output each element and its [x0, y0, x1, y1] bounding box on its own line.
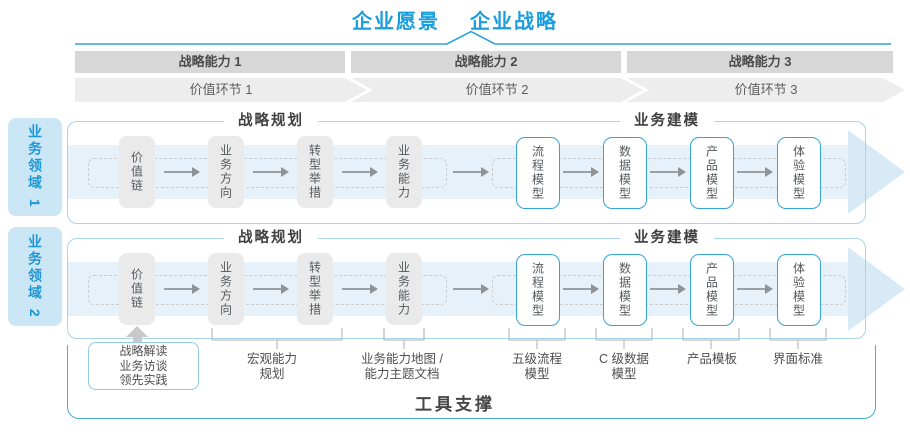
row1-box-business-direction-label: 业务方向 — [218, 144, 233, 200]
row1-box-transformation-label: 转型举措 — [307, 144, 322, 200]
row1-box-product-model: 产品模型 — [690, 137, 734, 209]
row1-box-value-chain-label: 价值链 — [129, 151, 144, 193]
flow-arrow-icon — [164, 167, 200, 177]
row2-box-data-model-label: 数据模型 — [617, 262, 632, 318]
diagram-title: 企业愿景 企业战略 — [0, 5, 910, 34]
note-process-line2: 模型 — [524, 367, 550, 381]
note-data-line2: 模型 — [611, 367, 637, 381]
row2-box-value-chain: 价值链 — [119, 253, 155, 325]
source-line-1: 战略解读 — [119, 344, 168, 359]
row2-container — [67, 238, 866, 339]
row2-box-experience-model: 体验模型 — [777, 254, 821, 326]
row1-planning-header: 战略规划 — [224, 112, 318, 130]
flow-arrow-icon — [563, 167, 599, 177]
flow-arrow-icon — [164, 284, 200, 294]
row1-box-value-chain: 价值链 — [119, 136, 155, 208]
note-product-template: 产品模板 — [686, 352, 738, 366]
note-macro-capability: 宏观能力 规划 — [247, 352, 297, 382]
row2-box-product-model: 产品模型 — [690, 254, 734, 326]
row1-box-transformation: 转型举措 — [297, 136, 333, 208]
row2-box-experience-model-label: 体验模型 — [791, 262, 806, 318]
flow-arrow-icon — [737, 167, 773, 177]
up-arrow-icon — [126, 326, 148, 337]
row2-box-transformation: 转型举措 — [297, 253, 333, 325]
value-link-chevron-3: 价值环节 3 — [627, 78, 905, 102]
row1-box-business-capability-label: 业务能力 — [396, 144, 411, 200]
row2-box-transformation-label: 转型举措 — [307, 261, 322, 317]
row2-planning-header: 战略规划 — [224, 229, 318, 247]
capability-bar-3: 战略能力 3 — [627, 51, 893, 73]
flow-arrow-icon — [650, 284, 686, 294]
flow-arrow-icon — [253, 284, 289, 294]
note-process-line1: 五级流程 — [511, 352, 563, 366]
row2-modeling-header: 业务建模 — [620, 229, 714, 247]
note-capability-map: 业务能力地图 / 能力主题文档 — [361, 352, 443, 382]
row1-planning-dashed-zone — [88, 158, 447, 188]
flow-arrow-icon — [342, 284, 378, 294]
row1-box-product-model-label: 产品模型 — [704, 145, 719, 201]
row1-box-process-model: 流程模型 — [516, 137, 560, 209]
note-capmap-line2: 能力主题文档 — [364, 367, 440, 381]
note-ui-standard: 界面标准 — [772, 352, 824, 366]
row2-box-business-direction-label: 业务方向 — [218, 261, 233, 317]
row1-container — [67, 121, 866, 224]
value-link-chevron-1: 价值环节 1 — [75, 78, 367, 102]
domain-label-1: 业务领域 1 — [8, 118, 62, 216]
capability-bar-2: 战略能力 2 — [351, 51, 621, 73]
tool-support-container — [67, 345, 876, 419]
row1-modeling-header: 业务建模 — [620, 112, 714, 130]
row2-box-process-model-label: 流程模型 — [530, 262, 545, 318]
source-line-3: 领先实践 — [119, 373, 168, 388]
strategy-sources-box: 战略解读 业务访谈 领先实践 — [88, 342, 199, 390]
row1-modeling-dashed-zone — [492, 158, 846, 188]
row1-box-experience-model: 体验模型 — [777, 137, 821, 209]
value-link-chevron-2: 价值环节 2 — [351, 78, 643, 102]
tool-support-label: 工具支撑 — [415, 395, 495, 414]
row1-box-data-model: 数据模型 — [603, 137, 647, 209]
note-capmap-line1: 业务能力地图 / — [361, 352, 443, 366]
row1-box-process-model-label: 流程模型 — [530, 145, 545, 201]
note-data-line1: C 级数据 — [598, 352, 650, 366]
flow-arrow-icon — [650, 167, 686, 177]
note-macro-line1: 宏观能力 — [246, 352, 298, 366]
capability-bar-1: 战略能力 1 — [75, 51, 345, 73]
note-process-model: 五级流程 模型 — [512, 352, 562, 382]
row2-box-business-direction: 业务方向 — [208, 253, 244, 325]
row2-box-data-model: 数据模型 — [603, 254, 647, 326]
row2-planning-dashed-zone — [88, 275, 447, 305]
flow-arrow-icon — [563, 284, 599, 294]
row2-box-business-capability-label: 业务能力 — [396, 261, 411, 317]
domain-label-2-text: 业务领域 2 — [27, 233, 43, 320]
domain-label-1-text: 业务领域 1 — [27, 124, 43, 210]
row2-box-business-capability: 业务能力 — [386, 253, 422, 325]
flow-arrow-icon — [342, 167, 378, 177]
flow-arrow-icon — [253, 167, 289, 177]
row1-box-business-capability: 业务能力 — [386, 136, 422, 208]
note-data-model: C 级数据 模型 — [599, 352, 649, 382]
row2-box-process-model: 流程模型 — [516, 254, 560, 326]
row1-box-data-model-label: 数据模型 — [617, 145, 632, 201]
title-strategy: 企业战略 — [470, 11, 558, 33]
row2-modeling-dashed-zone — [492, 275, 846, 305]
row2-box-product-model-label: 产品模型 — [704, 262, 719, 318]
flow-arrow-icon — [453, 284, 489, 294]
source-line-2: 业务访谈 — [119, 358, 168, 373]
row1-box-business-direction: 业务方向 — [208, 136, 244, 208]
flow-arrow-icon — [453, 167, 489, 177]
title-vision: 企业愿景 — [352, 11, 440, 33]
flow-arrow-icon — [737, 284, 773, 294]
domain-label-2: 业务领域 2 — [8, 227, 62, 326]
row1-box-experience-model-label: 体验模型 — [791, 145, 806, 201]
row2-box-value-chain-label: 价值链 — [129, 268, 144, 310]
up-arrow-shaft — [133, 337, 142, 345]
note-macro-line2: 规划 — [259, 367, 285, 381]
